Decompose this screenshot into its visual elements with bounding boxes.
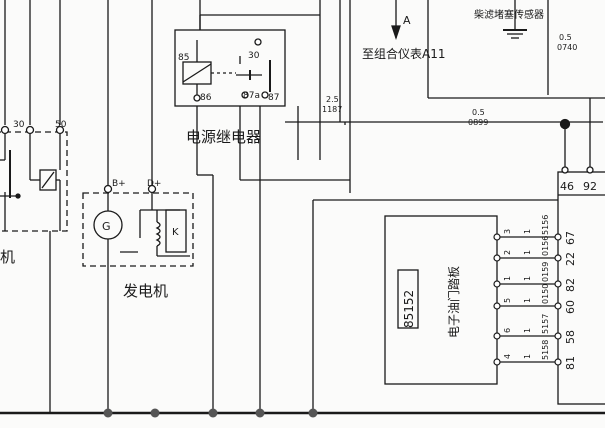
starter-label: 机 bbox=[0, 248, 15, 266]
module-wire-gauge: 1 bbox=[523, 276, 532, 281]
module-pin-dot bbox=[493, 358, 501, 366]
generator-box bbox=[82, 192, 194, 267]
ecu-pin-dot bbox=[554, 358, 562, 366]
reg-symbol-text: K bbox=[172, 227, 179, 238]
regulator-box bbox=[165, 209, 187, 253]
starter-pin-50: 50 bbox=[55, 120, 67, 130]
gen-pin-dplus: D+ bbox=[147, 179, 161, 189]
field-coil-symbol bbox=[155, 221, 161, 247]
module-wire-gauge: 1 bbox=[523, 250, 532, 255]
gen-symbol-text: G bbox=[102, 220, 111, 233]
module-wire-gauge: 1 bbox=[523, 354, 532, 359]
wire-0899-code: 0899 bbox=[468, 118, 488, 127]
module-wire-code: 0150 bbox=[541, 284, 550, 304]
module-wire-code: 0159 bbox=[541, 262, 550, 282]
module-pin-dot bbox=[493, 332, 501, 340]
ecu-pin-dot bbox=[554, 254, 562, 262]
ecu-pin-dot bbox=[554, 332, 562, 340]
module-code-box bbox=[397, 269, 419, 329]
starter-pin-30: 30 bbox=[13, 120, 25, 130]
module-wire-code: 0156 bbox=[541, 236, 550, 256]
relay-pin-87: 87 bbox=[268, 93, 279, 103]
relay-pin-30: 30 bbox=[248, 51, 260, 61]
relay-pin-86: 86 bbox=[200, 93, 212, 103]
module-pin-number: 6 bbox=[503, 328, 512, 333]
module-wire-gauge: 1 bbox=[523, 298, 532, 303]
pin-a-label: A bbox=[403, 14, 411, 27]
power-relay-label: 电源继电器 bbox=[186, 128, 261, 146]
power-relay-box bbox=[174, 29, 286, 107]
ecu-pin-dot bbox=[554, 280, 562, 288]
wire-1187-gauge: 2.5 bbox=[326, 95, 339, 104]
ecu-pin-number: 67 bbox=[564, 231, 577, 245]
relay-pin-85: 85 bbox=[178, 53, 189, 63]
module-pin-number: 2 bbox=[503, 250, 512, 255]
ecu-pin-number: 22 bbox=[564, 252, 577, 266]
ecu-pin-number: 58 bbox=[564, 330, 577, 344]
wire-0740-code: 0740 bbox=[557, 43, 577, 52]
ecu-pin-number: 81 bbox=[564, 356, 577, 370]
ecu-pin-92: 92 bbox=[583, 180, 597, 193]
module-wire-code: 5157 bbox=[541, 314, 550, 334]
ecu-pin-46: 46 bbox=[560, 180, 574, 193]
module-pin-number: 4 bbox=[503, 354, 512, 359]
throttle-pedal-module bbox=[384, 215, 498, 385]
module-pin-dot bbox=[493, 233, 501, 241]
wire-0899-gauge: 0.5 bbox=[472, 108, 485, 117]
module-pin-number: 1 bbox=[503, 276, 512, 281]
ecu-pin-dot bbox=[554, 233, 562, 241]
filter-sensor-label: 柴滤堵塞传感器 bbox=[474, 8, 544, 21]
module-wire-code: 5156 bbox=[541, 215, 550, 235]
generator-label: 发电机 bbox=[123, 282, 168, 300]
module-wire-code: 5158 bbox=[541, 340, 550, 360]
module-code-text: 85152 bbox=[402, 290, 416, 328]
ecu-pin-number: 82 bbox=[564, 278, 577, 292]
ecu-pin-number: 60 bbox=[564, 300, 577, 314]
module-pin-dot bbox=[493, 302, 501, 310]
ecu-connector-block bbox=[557, 171, 605, 405]
wire-1187-code: 1187 bbox=[322, 105, 342, 114]
module-pin-dot bbox=[493, 254, 501, 262]
to-gauge-label: 至组合仪表A11 bbox=[362, 46, 445, 61]
module-name-text: 电子油门踏板 bbox=[446, 266, 461, 338]
module-pin-dot bbox=[493, 280, 501, 288]
relay-pin-87a: 87a bbox=[243, 91, 260, 101]
wire-0740-gauge: 0.5 bbox=[559, 33, 572, 42]
gen-pin-bplus: B+ bbox=[112, 179, 126, 189]
ecu-pin-dot bbox=[554, 302, 562, 310]
module-wire-gauge: 1 bbox=[523, 229, 532, 234]
module-pin-number: 3 bbox=[503, 229, 512, 234]
module-wire-gauge: 1 bbox=[523, 328, 532, 333]
module-pin-number: 5 bbox=[503, 298, 512, 303]
